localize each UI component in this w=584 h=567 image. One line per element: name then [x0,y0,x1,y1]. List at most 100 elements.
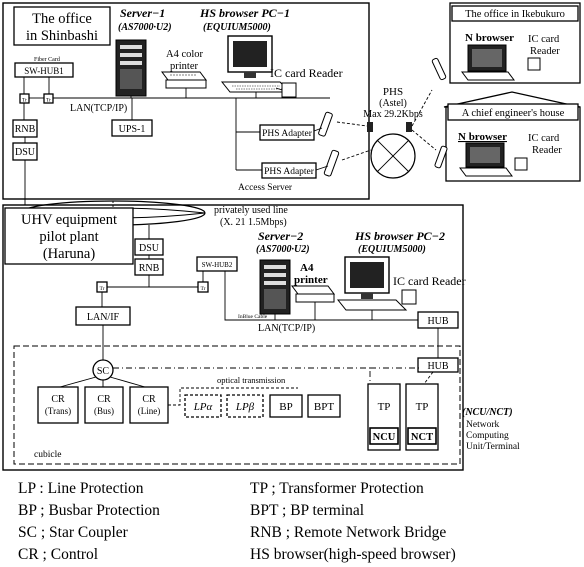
cr-trans-label-1: CR [51,394,65,405]
cr-trans [37,386,79,424]
haruna-title-line1: UHV equipment [21,212,117,228]
ikebukuro-ic-2: Reader [530,46,560,57]
tr-2b-label: Tr [201,286,206,292]
cr-bus-label-2: (Bus) [94,406,114,416]
legend-row: SC ; Star Coupler RNB ; Remote Network B… [18,522,578,544]
dsu-2-label: DSU [139,243,160,254]
phs-network: PHS (Astel) Max 29.2Kbps [336,86,437,179]
ikebukuro-phone-icon [431,57,447,81]
chief-house-browser: N browser [458,131,507,143]
chief-house-phone-icon [434,145,448,169]
legend-sc: SC ; Star Coupler [18,524,128,541]
rnb-1-label: RNB [15,124,36,135]
bp [269,394,303,418]
lp-beta [226,394,264,418]
cr-line-label-2: (Line) [138,406,161,416]
server1-label: Server−1 [120,6,165,20]
pc2-label: HS browser PC−2 [354,229,445,243]
ikebukuro-title-box [451,5,579,22]
tr-1a [19,93,30,104]
legend-row: CR ; Control HS browser(high-speed brows… [18,544,578,566]
legend-tp: TP ; Transformer Protection [250,480,424,497]
shinbashi-title-line1: The office [32,11,92,27]
legend-lp: LP : Line Protection [18,480,144,497]
ic-reader-2-icon [401,289,417,305]
phs-phone-1-icon [313,111,333,137]
access-server-label: Access Server [238,183,293,193]
shinbashi-office: The office in Shinbashi Server−1 (AS7000… [2,2,370,205]
star-coupler-label: SC [97,366,110,377]
ic-reader-1-icon [281,82,297,98]
cubicle: HUB SC CR (Trans) CR (Bus) CR (Line) opt… [13,345,461,465]
ikebukuro-office: The office in Ikebukuro N browser IC car… [431,2,581,84]
tr-1b [43,93,54,104]
cr-line-label-1: CR [142,394,156,405]
tr-1a-label: Tr [22,98,27,104]
ncu-nct-line2: Computing [466,431,509,441]
ikebukuro-ic-reader-icon [527,57,541,71]
optical-transmission-label: optical transmission [217,375,286,385]
ups-1-label: UPS-1 [119,124,146,135]
phs-label-3: Max 29.2Kbps [363,109,423,120]
hub-3 [417,357,459,373]
legend-cr: CR ; Control [18,546,99,563]
tr-2a-label: Tr [100,286,105,292]
lp-alpha [184,394,222,418]
ic-reader-2-label: IC card Reader [393,274,466,288]
ncu-nct-line3: Unit/Terminal [466,442,520,452]
legend-row: BP ; Busbar Protection BPT ; BP terminal [18,500,578,522]
hub-3-label: HUB [427,361,448,372]
shinbashi-title-line2: in Shinbashi [26,28,98,44]
legend-row: LP : Line Protection TP ; Transformer Pr… [18,478,578,500]
pc1-model: (EQUIUM5000) [203,22,271,33]
pc1-icon [220,35,292,93]
ic-reader-1-label: IC card Reader [270,66,343,80]
ncu-nct-note: (NCU/NCT) Network Computing Unit/Termina… [462,407,520,452]
legend-bpt: BPT ; BP terminal [250,502,365,519]
tr-1b-label: Tr [46,98,51,104]
hub-2-label: HUB [427,316,448,327]
sw-hub2-label: SW-HUB2 [202,261,233,269]
ncu-label: NCU [373,432,396,443]
cubicle-label: cubicle [34,450,61,460]
pc1-label: HS browser PC−1 [199,6,290,20]
server1-model: (AS7000·U2) [118,22,172,33]
phs-adapter-1-label: PHS Adapter [262,129,313,139]
ikebukuro-ic-1: IC card [528,34,560,45]
bp-label: BP [279,401,292,413]
phs-label-2: (Astel) [379,98,407,109]
bpt-label: BPT [314,401,334,413]
color-printer-label-2: printer [170,61,198,72]
tp-1-label: TP [378,401,391,413]
lan-2-label: LAN(TCP/IP) [258,323,315,334]
a4-printer-label-1: A4 [300,262,314,274]
ikebukuro-browser: N browser [465,32,514,44]
private-line-label-1: privately used line [214,205,288,216]
tp-2-label: TP [416,401,429,413]
chief-house-pc-icon [459,142,513,177]
pc2-model: (EQUIUM5000) [358,244,426,255]
phs-adapter-1 [259,124,315,141]
phs-adapter-2-label: PHS Adapter [264,167,315,177]
server1-icon [115,39,147,97]
cr-bus [84,386,124,424]
cr-bus-label-1: CR [97,394,111,405]
chief-house-ic-1: IC card [528,133,560,144]
chief-house-title: A chief engineer's house [462,108,565,119]
sw-hub2 [196,256,238,272]
a4-printer-label-2: printer [294,274,328,286]
lp-alpha-label: LPα [193,401,213,413]
server2-label: Server−2 [258,229,303,243]
nct [407,427,437,445]
haruna-title-box [4,207,134,265]
chief-house-title-box [447,103,579,121]
bpt [307,394,341,418]
ncu [369,427,399,445]
color-printer-label-1: A4 color [166,49,204,60]
cr-trans-label-2: (Trans) [45,406,71,416]
chief-engineer-house: A chief engineer's house N browser IC ca… [434,91,581,182]
haruna-title-line2: pilot plant [39,229,98,245]
inblue-cable-label: InBlue Cable [238,314,268,320]
rnb-2-label: RNB [139,263,160,274]
fiber-card-label: Fiber Card [34,57,60,63]
